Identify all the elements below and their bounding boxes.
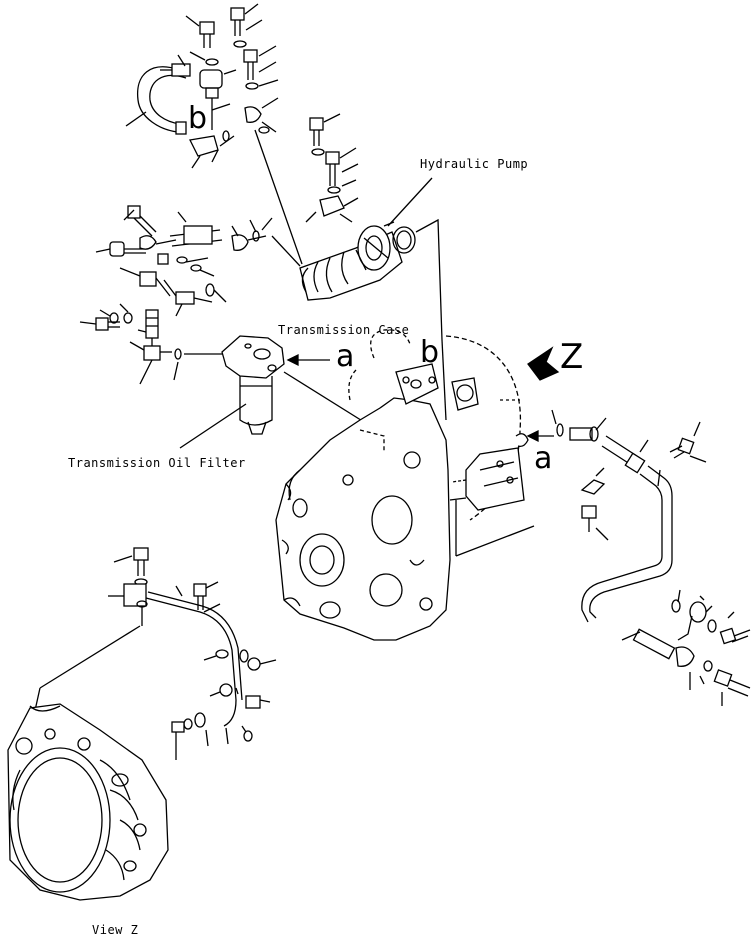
marker-b-case: b [420,335,440,370]
hydraulic-pump-label: Hydraulic Pump [420,157,529,171]
transmission-case [275,329,535,641]
right-tube-group [526,409,751,706]
pump-bolts-group [305,113,359,223]
view-z-arrow [527,346,560,381]
marker-z: Z [560,337,584,377]
view-z-label: View Z [92,923,139,937]
marker-a-filter: a [336,339,355,374]
marker-a-right: a [534,441,553,476]
marker-b-hose: b [188,101,208,136]
transmission-oil-filter [179,335,381,449]
top-fittings-group [125,3,303,265]
hydraulic-pump [299,177,443,341]
left-hose-group [79,205,301,385]
view-z-detail [7,547,277,901]
transmission-oil-filter-label: Transmission Oil Filter [68,456,246,470]
transmission-case-label: Transmission Case [278,323,410,337]
